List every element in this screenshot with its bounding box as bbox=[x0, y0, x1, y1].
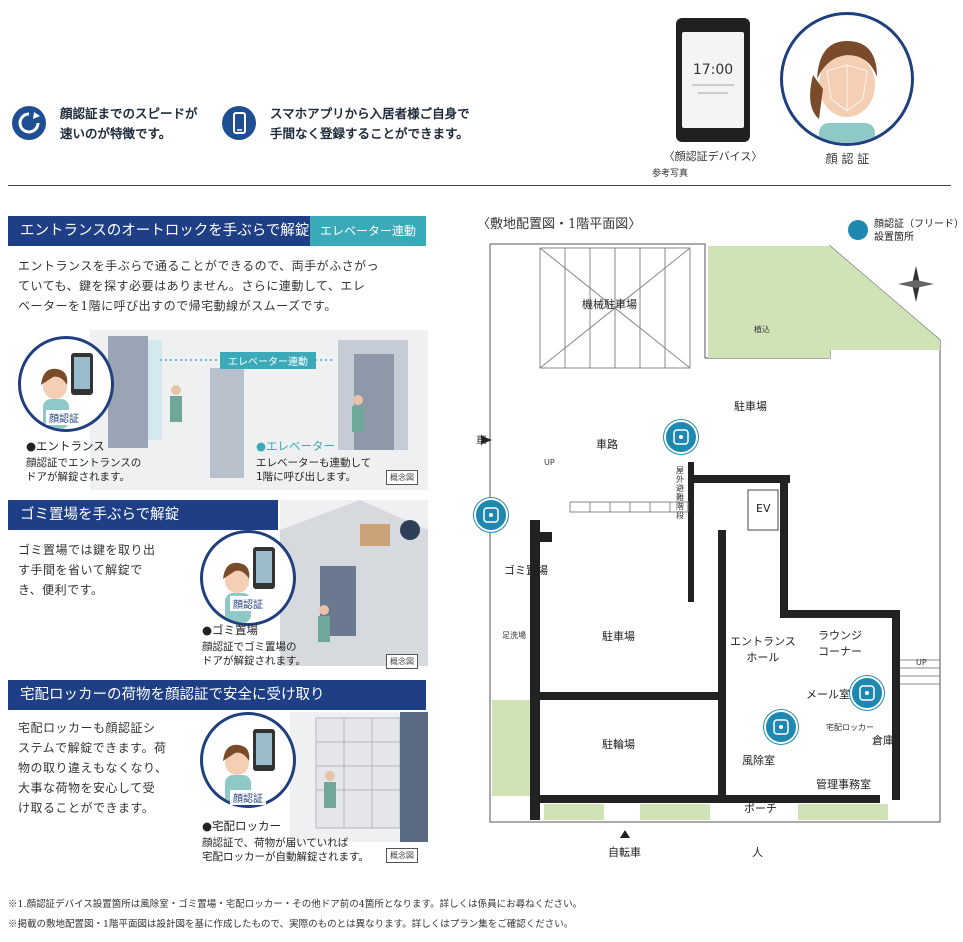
section-garbage-body: ゴミ置場では鍵を取り出 す手間を省いて解錠で き、便利です。 bbox=[18, 543, 156, 597]
section-garbage-header: ゴミ置場を手ぶらで解錠 bbox=[8, 500, 278, 530]
face-device-pin-garbage[interactable] bbox=[474, 498, 508, 532]
locker-point-body: 顔認証で、荷物が届いていれば 宅配ロッカーが自動解錠されます。 bbox=[202, 837, 369, 863]
room-ev: EV bbox=[756, 502, 771, 515]
locker-point-title: ●宅配ロッカー bbox=[202, 819, 282, 833]
garbage-face-circle bbox=[200, 530, 296, 626]
face-device-pin-road[interactable] bbox=[664, 420, 698, 454]
room-parking-right: 駐車場 bbox=[734, 400, 767, 413]
up-label-2: UP bbox=[916, 658, 927, 667]
locker-concept-label: 概念図 bbox=[386, 848, 418, 863]
room-mech-parking: 機械駐車場 bbox=[582, 298, 637, 311]
face-device-pin-mail[interactable] bbox=[850, 676, 884, 710]
device-screen: 17:00 bbox=[682, 32, 744, 128]
up-label-1: UP bbox=[544, 458, 555, 467]
section-locker-body: 宅配ロッカーも顔認証シ ステムで解錠できます。荷 物の取り違えもなくなり、 大事… bbox=[18, 721, 168, 815]
room-entrance-hall: エントランス ホール bbox=[730, 635, 796, 664]
garbage-concept-label: 概念図 bbox=[386, 654, 418, 669]
device-time: 17:00 bbox=[692, 62, 734, 78]
section-locker-title: 宅配ロッカーの荷物を顔認証で安全に受け取り bbox=[20, 687, 325, 703]
planting-top: 植込 bbox=[754, 325, 770, 334]
section-entrance-title: エントランスのオートロックを手ぶらで解錠 bbox=[20, 223, 310, 239]
room-garbage: ゴミ置場 bbox=[504, 564, 548, 577]
elevator-point-body: エレベーターも連動して 1階に呼び出します。 bbox=[256, 457, 372, 483]
section-entrance-header: エントランスのオートロックを手ぶらで解錠 エレベーター連動 bbox=[8, 216, 426, 246]
room-locker: 宅配ロッカー bbox=[826, 723, 874, 732]
section-garbage-title: ゴミ置場を手ぶらで解錠 bbox=[20, 507, 180, 523]
garbage-point-title: ●ゴミ置場 bbox=[202, 623, 259, 637]
entrance-point-title: ●エントランス bbox=[26, 439, 105, 453]
floor-plan: 機械駐車場 植込 駐車場 車路 車 屋外避難階段 EV ゴミ置場 足洗場 駐車場… bbox=[474, 240, 950, 859]
room-road: 車路 bbox=[596, 438, 618, 451]
elevator-tag: エレベーター連動 bbox=[309, 216, 426, 246]
entrance-badge: 顔認証 bbox=[46, 410, 82, 425]
plan-title: 〈敷地配置図・1階平面図〉 bbox=[477, 217, 642, 232]
top-divider bbox=[8, 185, 951, 186]
room-storage: 倉庫 bbox=[872, 734, 894, 747]
room-parking-center: 駐車場 bbox=[602, 630, 635, 643]
face-recognition-illustration bbox=[780, 12, 914, 146]
speed-icon bbox=[12, 106, 46, 140]
room-lounge: ラウンジ コーナー bbox=[818, 629, 862, 658]
outdoor-stair-label: 屋外避難階段 bbox=[676, 466, 684, 520]
garbage-badge: 顔認証 bbox=[230, 596, 266, 611]
section-locker-header: 宅配ロッカーの荷物を顔認証で安全に受け取り bbox=[8, 680, 426, 710]
bicycle-entrance-label: 自転車 bbox=[608, 846, 641, 859]
room-mail: メール室 bbox=[806, 688, 850, 701]
smartphone-icon bbox=[222, 106, 256, 140]
room-office: 管理事務室 bbox=[816, 778, 871, 791]
feature-speed-text: 顔認証までのスピードが 速いのが特徴です。 bbox=[60, 106, 198, 141]
room-windbreak: 風除室 bbox=[742, 754, 775, 767]
room-bicycle-parking: 駐輪場 bbox=[602, 738, 635, 751]
section-entrance-body: エントランスを手ぶらで通ることができるので、両手がふさがっ ていても、鍵を探す必… bbox=[18, 259, 380, 313]
entrance-concept-label: 概念図 bbox=[386, 470, 418, 485]
car-entrance-label: 車 bbox=[476, 434, 487, 447]
compass-icon bbox=[896, 264, 936, 308]
garbage-illustration bbox=[280, 500, 428, 666]
elevator-point-title: ●エレベーター bbox=[256, 439, 336, 453]
locker-badge: 顔認証 bbox=[230, 790, 266, 805]
garbage-point-body: 顔認証でゴミ置場の ドアが解錠されます。 bbox=[202, 641, 306, 667]
face-device-pin-windbreak[interactable] bbox=[764, 710, 798, 744]
elevator-link-label: エレベーター連動 bbox=[220, 352, 316, 369]
locker-illustration bbox=[290, 712, 428, 842]
entrance-point-body: 顔認証でエントランスの ドアが解錠されます。 bbox=[26, 457, 142, 483]
locker-face-circle bbox=[200, 712, 296, 808]
face-caption: 顔 認 証 bbox=[825, 152, 870, 166]
device-reference: 参考写真 bbox=[651, 169, 688, 179]
plan-legend-icon bbox=[848, 220, 868, 240]
pedestrian-entrance-label: 人 bbox=[752, 846, 763, 859]
face-device-photo: 17:00 bbox=[676, 18, 750, 142]
footnote-2: ※掲載の敷地配置図・1階平面図は設計図を基に作成したもので、実際のものとは異なり… bbox=[8, 919, 574, 930]
feature-app-text: スマホアプリから入居者様ご自身で 手間なく登録することができます。 bbox=[270, 106, 470, 141]
plan-legend: 顔認証（フリード） 設置箇所 bbox=[874, 219, 963, 243]
footnote-1: ※1.顔認証デバイス設置箇所は風除室・ゴミ置場・宅配ロッカー・その他ドア前の4箇… bbox=[8, 899, 583, 910]
room-porch: ポーチ bbox=[744, 802, 777, 815]
room-footwash: 足洗場 bbox=[502, 631, 526, 640]
device-caption: 〈顔認証デバイス〉 bbox=[663, 150, 763, 163]
